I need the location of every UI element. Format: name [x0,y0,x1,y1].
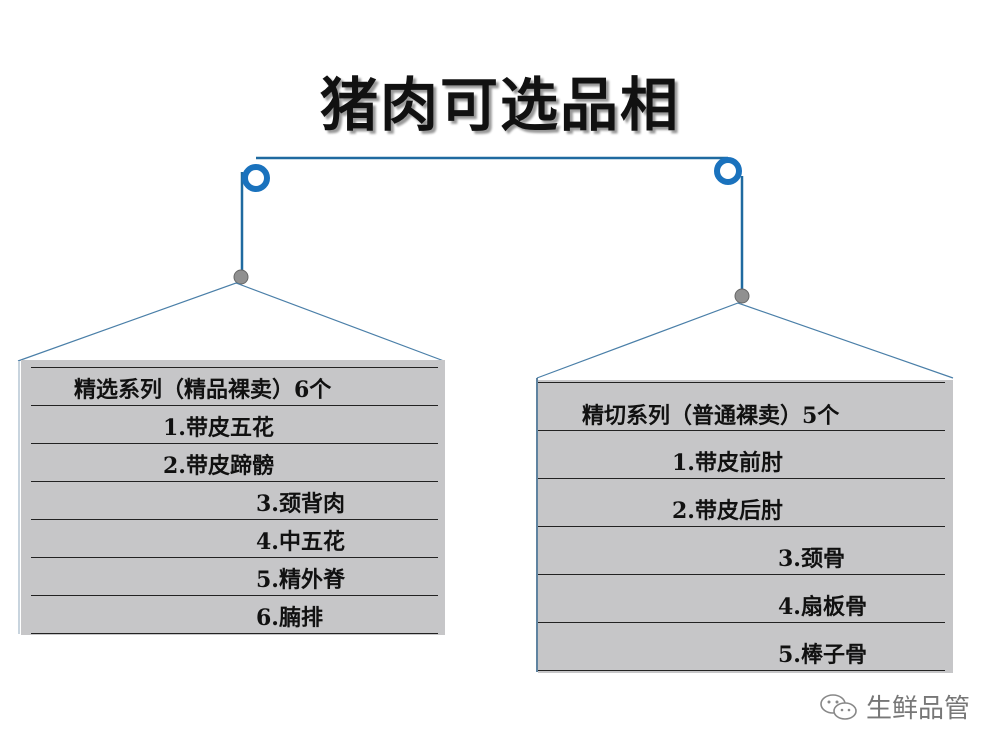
left-ring-icon [242,164,270,192]
item-text: 3.颈骨 [778,546,845,572]
table-row: 6.腩排 [31,595,438,634]
item-text: 2.带皮蹄髈 [163,453,274,479]
right-table: 精切系列（普通裸卖）5个 1.带皮前肘 2.带皮后肘 3.颈骨 4.扇板骨 5.… [538,382,945,672]
table-row: 1.带皮五花 [31,405,438,443]
watermark-text: 生鲜品管 [866,694,971,724]
header-text: 精切系列（普通裸卖）5个 [582,403,840,429]
header-text: 精选系列（精品裸卖）6个 [74,377,332,403]
item-text: 2.带皮后肘 [672,498,783,524]
table-header: 精切系列（普通裸卖）5个 [538,382,945,430]
table-row: 1.带皮前肘 [538,430,945,478]
item-text: 4.中五花 [256,529,345,555]
left-table: 精选系列（精品裸卖）6个 1.带皮五花 2.带皮蹄髈 3.颈背肉 4.中五花 5… [31,367,438,634]
table-row: 2.带皮后肘 [538,478,945,526]
item-text: 1.带皮五花 [163,415,274,441]
right-hook-dot [734,288,750,304]
table-header: 精选系列（精品裸卖）6个 [31,367,438,405]
wechat-icon [820,693,857,720]
table-row: 5.棒子骨 [538,622,945,671]
right-ring-icon [714,157,742,185]
table-row: 3.颈背肉 [31,481,438,519]
watermark: 生鲜品管 [818,688,970,725]
item-text: 5.棒子骨 [778,642,867,668]
item-text: 1.带皮前肘 [672,450,783,476]
item-text: 4.扇板骨 [778,594,867,620]
right-hanger-string [536,302,954,379]
slide-title: 猪肉可选品相 [319,71,680,139]
left-hook-dot [233,269,249,285]
item-text: 6.腩排 [256,605,323,631]
item-text: 3.颈背肉 [256,491,345,517]
table-row: 5.精外脊 [31,557,438,595]
table-row: 4.扇板骨 [538,574,945,622]
item-text: 5.精外脊 [256,567,345,593]
left-hanger-string [17,282,445,362]
table-row: 3.颈骨 [538,526,945,574]
table-row: 4.中五花 [31,519,438,557]
table-row: 2.带皮蹄髈 [31,443,438,481]
